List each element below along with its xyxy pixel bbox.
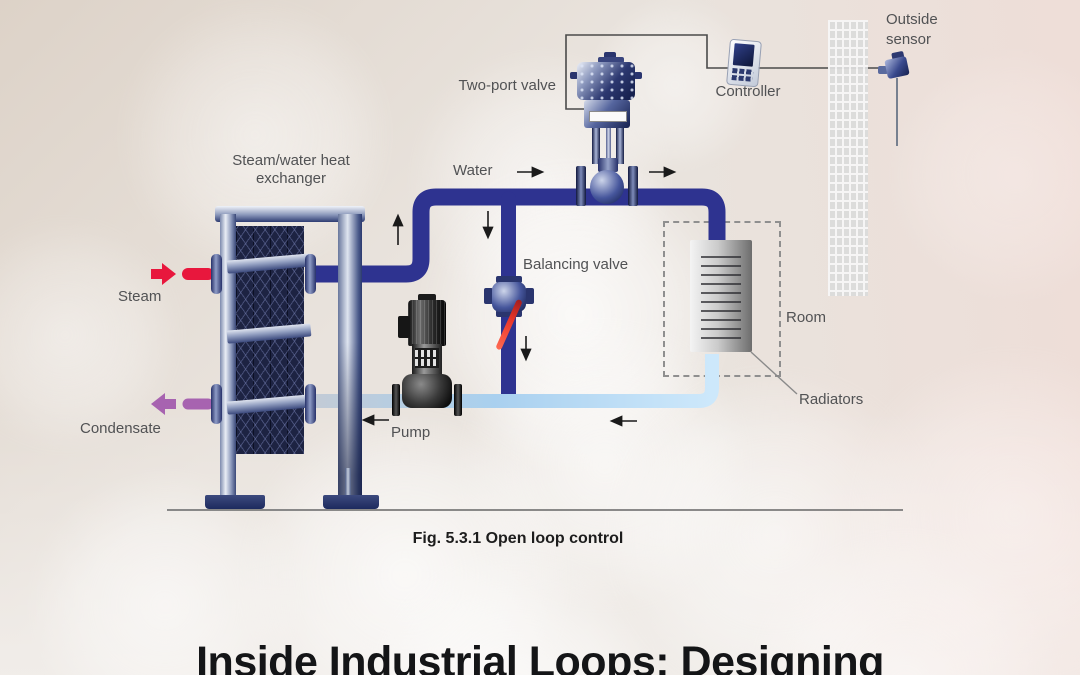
controller-label: Controller <box>715 83 781 100</box>
hx-outlet-nozzle <box>305 254 316 294</box>
outside-sensor-label: Outside sensor <box>886 11 938 48</box>
two-port-valve-label: Two-port valve <box>458 77 556 94</box>
hx-left-column <box>220 214 236 498</box>
condensate-flow-arrow-icon <box>151 393 176 415</box>
pump-motor <box>408 300 446 346</box>
hx-column-pin <box>345 468 351 498</box>
hx-right-column <box>338 214 362 498</box>
pump-volute <box>402 374 452 408</box>
heat-exchanger-label: Steam/water heat exchanger <box>232 152 350 187</box>
hx-right-foot <box>323 495 379 509</box>
pump-label: Pump <box>391 424 431 441</box>
condensate-label: Condensate <box>80 420 161 437</box>
radiators-pointer-line <box>750 351 798 395</box>
return-pipe <box>316 354 719 408</box>
hx-top-bar <box>215 206 365 222</box>
hx-left-foot <box>205 495 265 509</box>
valve-actuator <box>577 62 635 100</box>
outside-sensor-device <box>878 50 914 88</box>
page-title: Inside Industrial Loops: Designing <box>196 638 884 675</box>
controller-device <box>726 38 762 88</box>
hx-return-nozzle <box>305 384 316 424</box>
steam-flow-arrow-icon <box>151 263 176 285</box>
room-label: Room <box>786 309 827 326</box>
pump <box>392 290 464 420</box>
brick-wall <box>828 20 868 296</box>
hx-condensate-nozzle <box>211 384 222 424</box>
balancing-valve <box>484 274 544 358</box>
hx-steam-nozzle <box>211 254 222 294</box>
radiators-label: Radiators <box>799 391 864 408</box>
balancing-valve-label: Balancing valve <box>523 256 629 273</box>
radiator <box>690 240 752 352</box>
supply-pipe <box>308 188 726 283</box>
valve-body <box>590 170 624 204</box>
two-port-valve <box>568 46 642 206</box>
water-label: Water <box>453 162 493 179</box>
steam-label: Steam <box>118 288 162 305</box>
figure-caption: Fig. 5.3.1 Open loop control <box>412 530 624 547</box>
